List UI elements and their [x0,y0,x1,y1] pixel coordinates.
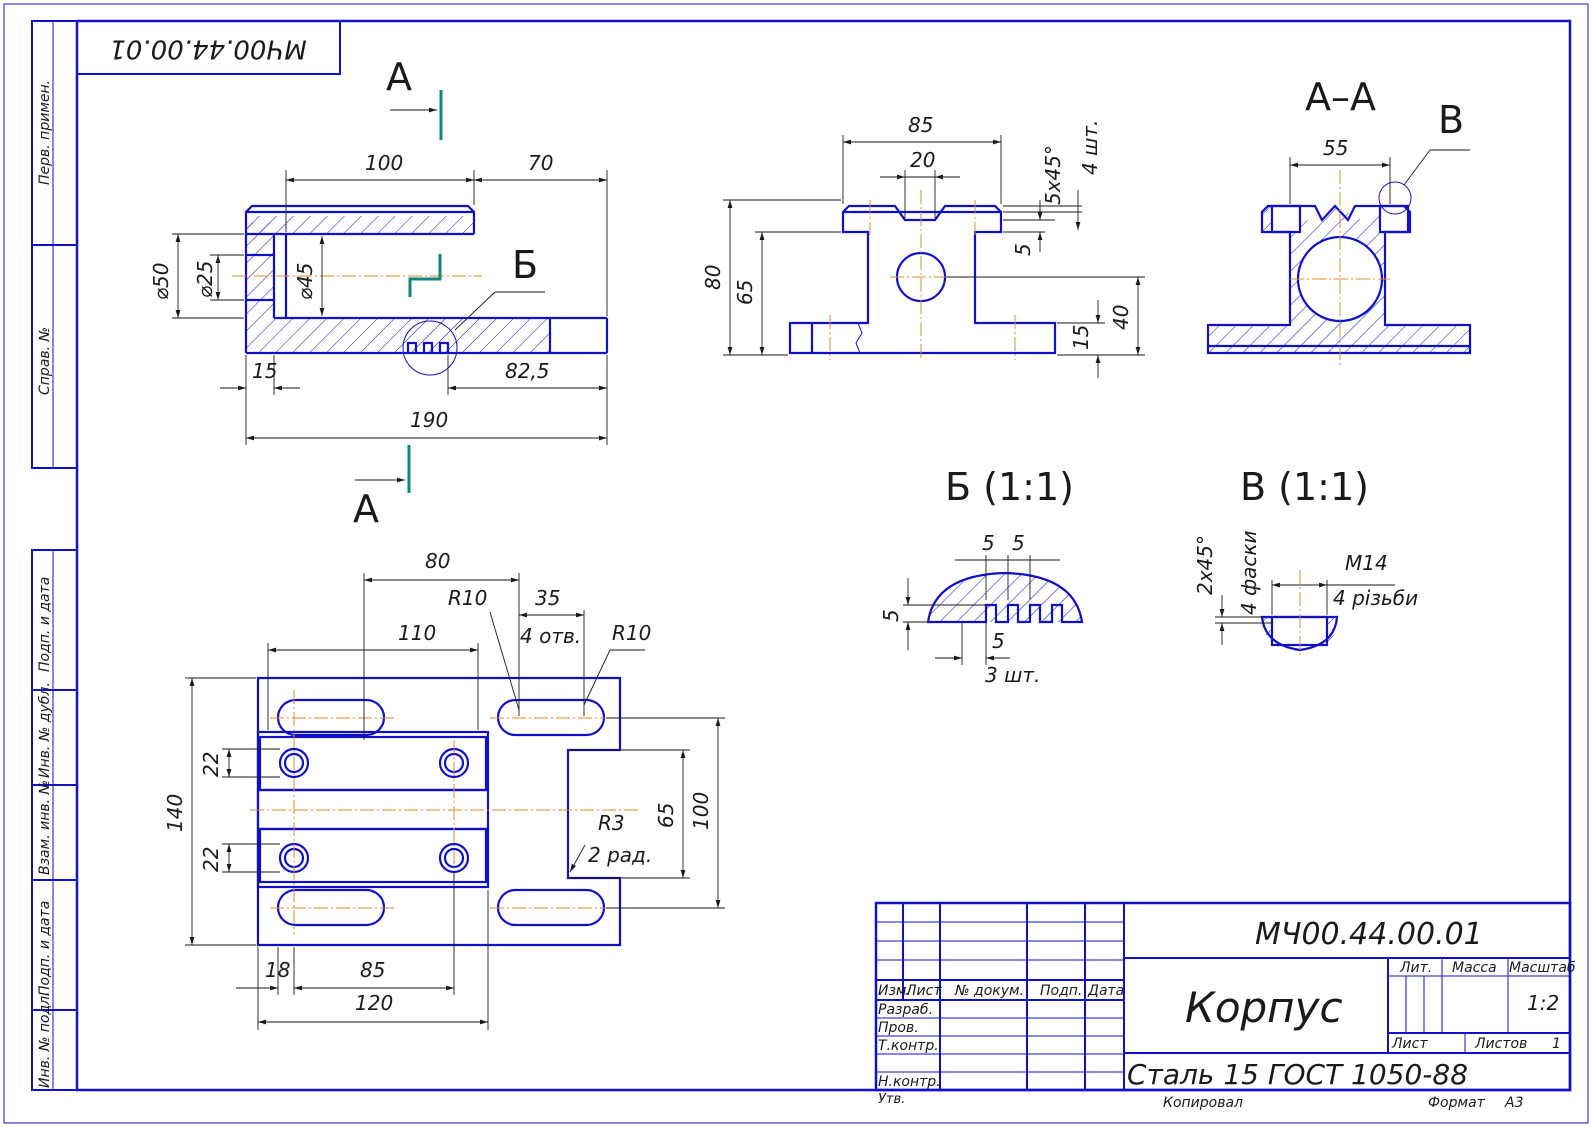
dim-v-2x45: 2x45° [1193,535,1217,595]
tb-material: Сталь 15 ГОСТ 1050-88 [1127,1058,1468,1091]
tb-title: Корпус [1185,983,1343,1032]
dim-d25: ⌀25 [193,261,217,299]
dim-d45: ⌀45 [293,263,317,301]
strip-orig-inv: Инв. № подл. [37,991,53,1088]
dim-r10-right: R10 [612,621,651,645]
strip-dup-inv: Инв. № дубл. [37,682,53,778]
dim-82-5: 82,5 [505,359,550,383]
strip-instead-inv: Взам. инв. № [37,780,53,875]
detail-v: В (1:1) 2x45° 4 фаски M14 4 різьби [1193,465,1418,655]
tb-sheet-count: 1 [1552,1036,1561,1052]
dim-100-top: 100 [689,792,713,830]
detail-b-title: Б (1:1) [945,465,1074,509]
tb-scale-label: Масштаб [1509,960,1576,976]
dim-22-lower: 22 [199,847,223,872]
dim-d50: ⌀50 [149,263,173,301]
dim-22-upper: 22 [199,752,223,777]
dim-b-5-top2: 5 [1012,531,1025,555]
strip-sign-date-1: Подп. и дата [37,577,53,672]
tb-mass: Масса [1452,960,1497,976]
section-mark-top: А [386,55,412,99]
front-view [232,204,609,376]
tb-col-date: Дата [1087,983,1124,999]
dim-r3: R3 [598,811,625,835]
dim-80-top: 80 [425,549,450,573]
dim-15-front: 15 [252,359,277,383]
tb-col-change: Изм. [878,983,911,999]
dim-4sht: 4 шт. [1078,120,1102,175]
dim-35: 35 [535,586,560,610]
side-view [788,190,1057,360]
dim-65-top: 65 [654,803,678,828]
dim-70: 70 [528,151,553,175]
strip-first-use: Перв. примен. [37,80,53,185]
dim-15-side: 15 [1069,325,1093,350]
tb-row-checked: Пров. [878,1020,919,1036]
strip-reference-no: Справ. № [37,327,53,395]
dim-r10-left: R10 [448,586,487,610]
strip-sign-date-2: Подп. и дата [37,901,53,996]
side-strip: Перв. примен. Справ. № Подп. и дата Инв.… [31,20,78,1091]
tb-code: МЧ00.44.00.01 [1255,917,1483,952]
tb-col-sheet: Лист [905,983,942,999]
dim-v-4rizby: 4 різьби [1333,586,1418,610]
dim-120: 120 [355,991,393,1015]
dim-140: 140 [163,794,187,832]
dim-2rad: 2 рад. [588,843,652,867]
tb-col-sign: Подп. [1040,983,1082,999]
dim-20: 20 [910,148,935,172]
dim-b-5-left: 5 [879,609,903,622]
tb-row-tech: Т.контр. [878,1038,939,1054]
dim-b-3sht: 3 шт. [985,663,1040,687]
section-title: А–А [1305,75,1376,119]
section-a-a: А–А 55 В [1206,75,1472,365]
dim-b-5-top1: 5 [982,531,995,555]
dim-100: 100 [365,151,403,175]
front-view-dimensions: 100 70 ⌀50 ⌀25 ⌀45 15 82,5 190 Б [149,151,608,445]
dim-65-side: 65 [733,280,757,305]
top-view-dimensions: 80 R10 35 4 отв. 110 R10 22 22 140 65 10… [163,549,725,1030]
dim-v-m14: M14 [1345,551,1388,575]
tb-row-approved: Утв. [878,1092,905,1107]
mirrored-code-box: МЧ00.44.00.01 [76,20,341,75]
tb-scale: 1:2 [1527,991,1559,1015]
detail-v-title: В (1:1) [1240,465,1369,509]
format-value: А3 [1504,1095,1523,1111]
dim-110: 110 [398,621,436,645]
dim-v-4faski: 4 фаски [1237,530,1261,615]
title-block: Изм. Лист № докум. Подп. Дата Разраб. Пр… [874,901,1576,1107]
dim-5x45: 5x45° [1041,145,1065,205]
top-view [250,676,640,947]
dim-190: 190 [410,408,448,432]
tb-lit: Лит. [1399,960,1432,976]
detail-b-mark: Б [512,243,538,287]
tb-row-norm: Н.контр. [878,1074,941,1090]
detail-v-mark: В [1438,98,1464,142]
mirrored-code: МЧ00.44.00.01 [109,34,306,64]
tb-sheets-label: Листов [1474,1036,1527,1052]
section-mark-bottom: А [353,487,379,531]
detail-b: Б (1:1) 5 5 5 5 3 шт. [879,465,1084,687]
section-a-marks: А А [353,55,443,531]
tb-sheet-label: Лист [1391,1036,1428,1052]
dim-85-side: 85 [908,113,933,137]
format-label: Формат [1428,1095,1486,1111]
dim-55: 55 [1323,136,1348,160]
tb-col-doc: № докум. [954,983,1024,999]
dim-80-side: 80 [701,265,725,290]
dim-b-5-bottom: 5 [992,629,1005,653]
dim-18: 18 [265,958,290,982]
dim-40: 40 [1109,305,1133,330]
dim-4otv: 4 отв. [520,624,581,648]
dim-85-top: 85 [360,958,385,982]
copied-by: Копировал [1163,1095,1243,1111]
dim-5-side: 5 [1011,243,1035,256]
tb-row-developed: Разраб. [878,1002,933,1018]
side-view-dimensions: 85 20 5x45° 4 шт. 5 80 65 40 15 [701,113,1145,378]
